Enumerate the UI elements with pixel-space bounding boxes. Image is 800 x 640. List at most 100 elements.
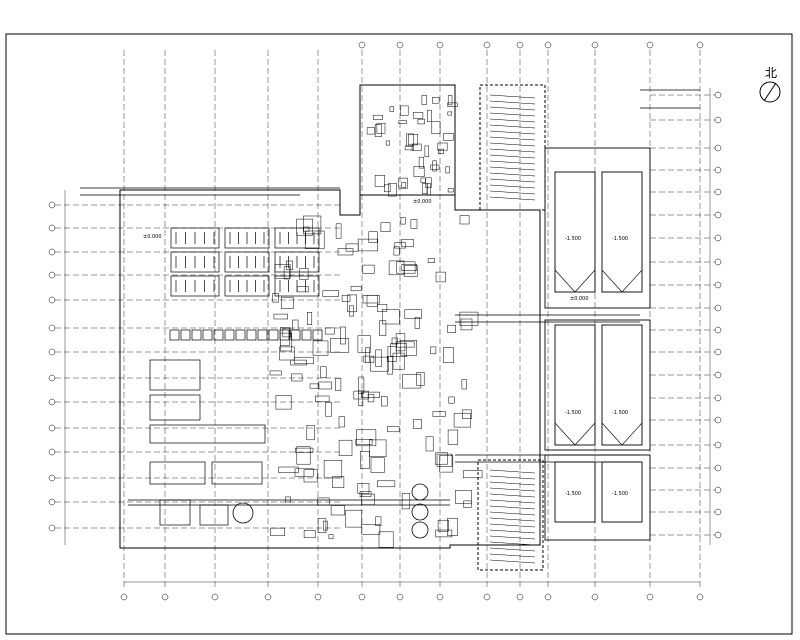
process-unit: [149, 359, 201, 391]
axis-bubble: [48, 324, 56, 332]
tank-mid-left: [554, 324, 596, 446]
axis-bubble: [591, 41, 599, 49]
equipment-item: [459, 311, 479, 326]
equipment-item: [362, 264, 375, 274]
axis-bubble: [48, 498, 56, 506]
drawing-frame: [5, 33, 793, 635]
equipment-item: [338, 439, 353, 456]
equipment-item: [400, 105, 409, 116]
equipment-item: [447, 324, 456, 333]
equipment-item: [447, 102, 458, 107]
equipment-item: [379, 320, 387, 336]
rack-member: [489, 523, 536, 528]
equipment-item: [439, 455, 454, 473]
tank-top-left: [554, 171, 596, 293]
rack-member: [489, 535, 536, 540]
equipment-item: [427, 258, 435, 263]
rack-member: [489, 100, 536, 105]
tank-hopper-lines: [554, 269, 643, 446]
equipment-item: [317, 497, 330, 506]
equipment-item: [408, 134, 418, 146]
equipment-item: [385, 140, 390, 146]
equipment-item: [434, 452, 448, 465]
equipment-item: [394, 242, 406, 249]
equipment-item: [424, 145, 429, 157]
axis-bubble: [646, 593, 654, 601]
equipment-item: [279, 327, 290, 346]
axis-bubble: [591, 593, 599, 601]
axis-bubble: [48, 474, 56, 482]
rack-member: [489, 505, 536, 510]
axis-bubble: [48, 424, 56, 432]
rack-member: [489, 106, 536, 111]
equipment-item: [296, 286, 309, 293]
equipment-item: [427, 109, 432, 122]
equipment-item: [404, 265, 418, 277]
equipment-item: [337, 248, 354, 256]
pipes-ne: [640, 89, 700, 109]
equipment-item: [418, 156, 424, 169]
equipment-item: [357, 335, 371, 353]
equipment-item: [384, 184, 391, 193]
process-unit: [159, 499, 191, 526]
equipment-item: [463, 500, 472, 508]
equipment-item: [375, 349, 382, 367]
equipment-item: [386, 355, 393, 375]
equipment-item: [401, 264, 417, 271]
rack-member: [489, 166, 536, 171]
axis-bubble: [714, 394, 722, 402]
axis-bubble: [314, 593, 322, 601]
equipment-item: [357, 483, 370, 494]
equipment-item: [278, 466, 299, 473]
axis-bubble: [714, 258, 722, 266]
axis-bubble: [544, 41, 552, 49]
equipment-item: [307, 312, 313, 325]
equipment-item: [447, 518, 458, 536]
channel-cell: [257, 329, 268, 341]
rack-member: [489, 118, 536, 123]
equipment-item: [350, 286, 362, 292]
elevation-tank-top-left: -1.500: [565, 236, 581, 242]
equipment-item: [330, 505, 345, 516]
equipment-item: [366, 127, 375, 135]
filter-bay: [274, 275, 320, 297]
equipment-item: [280, 332, 293, 352]
elevation-tank-top-right: -1.500: [612, 236, 628, 242]
axis-bubble: [714, 281, 722, 289]
equipment-item: [293, 356, 314, 365]
equipment-item: [400, 340, 417, 356]
equipment-item: [282, 328, 291, 338]
axis-bubble: [436, 593, 444, 601]
equipment-item: [398, 120, 407, 124]
channel-cell: [169, 329, 180, 341]
tank-area: [544, 147, 651, 541]
tank-top-right: [601, 171, 643, 293]
filter-bay: [170, 251, 220, 273]
axis-bubble: [714, 464, 722, 472]
equipment-item: [356, 429, 377, 447]
equipment-item: [396, 261, 416, 274]
equipment-item: [338, 416, 345, 428]
equipment-item: [303, 469, 318, 483]
axis-bubble: [714, 304, 722, 312]
equipment-item: [291, 373, 303, 382]
equipment-item: [447, 429, 459, 445]
rack-member: [489, 184, 536, 189]
axis-bubble: [358, 41, 366, 49]
round-tank-1: [232, 502, 254, 524]
elevation-tank-mid-right: -1.500: [612, 410, 628, 416]
equipment-item: [274, 264, 291, 279]
equipment-item: [447, 111, 453, 116]
tank-group-mid: [544, 319, 651, 451]
equipment-item: [363, 355, 375, 363]
axis-bubble: [714, 416, 722, 424]
equipment-item: [393, 246, 400, 256]
equipment-item: [411, 143, 422, 151]
rack-member: [489, 553, 536, 558]
equipment-item: [425, 436, 434, 452]
equipment-item: [438, 148, 444, 154]
equipment-item: [413, 166, 425, 177]
axis-bubble: [436, 41, 444, 49]
equipment-item: [320, 366, 327, 378]
filter-bay: [274, 227, 320, 249]
